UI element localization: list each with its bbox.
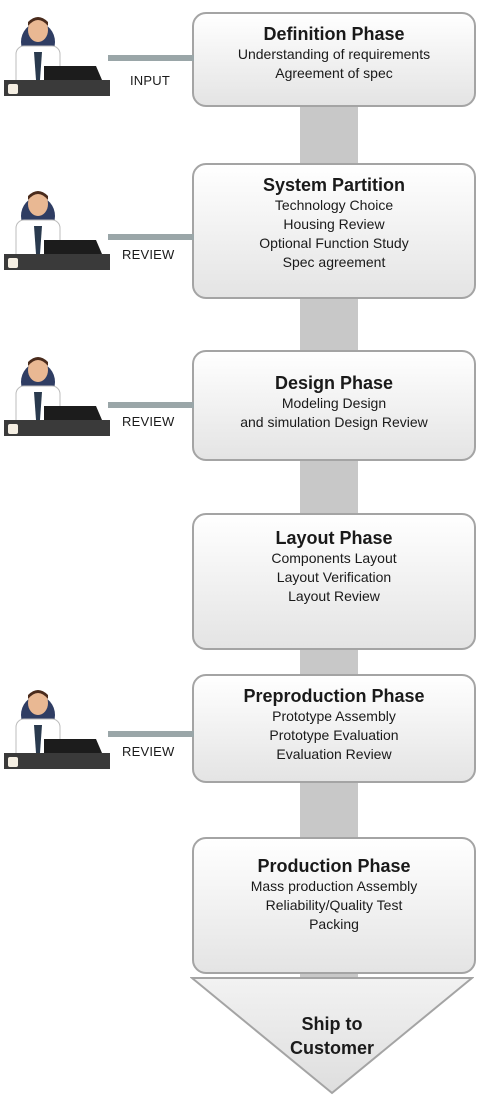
phase-line: Evaluation Review: [276, 746, 392, 762]
connector-6: [300, 972, 358, 980]
link-bar-2: [108, 234, 194, 240]
phase-line: Components Layout: [271, 550, 397, 566]
phase-line: Prototype Assembly: [272, 708, 396, 724]
role-label-review: REVIEW: [122, 744, 175, 759]
phase-title: Design Phase: [274, 373, 394, 393]
link-bar-1: [108, 55, 194, 61]
phase-title: Definition Phase: [263, 24, 405, 44]
phase-title: Production Phase: [257, 856, 411, 876]
role-label-input: INPUT: [130, 73, 170, 88]
phase-line: Housing Review: [283, 216, 385, 232]
phase-line: Optional Function Study: [259, 235, 409, 251]
connector-2: [300, 297, 358, 352]
connector-5: [300, 781, 358, 839]
ship-line-1: Ship to: [301, 1014, 363, 1034]
businessman-icon: [4, 191, 110, 270]
phase-design: Design Phase Modeling Design and simulat…: [192, 350, 476, 461]
ship-line-2: Customer: [289, 1038, 374, 1058]
phase-line: Layout Review: [288, 588, 380, 604]
ship-arrow: [190, 977, 474, 1095]
role-label-review: REVIEW: [122, 414, 175, 429]
businessman-icon: [4, 690, 110, 769]
phase-line: Technology Choice: [274, 197, 394, 213]
businessman-icon: [4, 17, 110, 96]
phase-title: System Partition: [262, 175, 406, 195]
ship-to-customer-label: Ship to Customer: [238, 1012, 426, 1060]
link-bar-3: [108, 402, 194, 408]
phase-line: Spec agreement: [282, 254, 386, 270]
phase-definition: Definition Phase Understanding of requir…: [192, 12, 476, 107]
connector-3: [300, 459, 358, 515]
phase-line: Reliability/Quality Test: [265, 897, 403, 913]
phase-line: Prototype Evaluation: [269, 727, 399, 743]
phase-preproduction: Preproduction Phase Prototype Assembly P…: [192, 674, 476, 783]
businessman-icon: [4, 357, 110, 436]
connector-4: [300, 648, 358, 676]
phase-line: and simulation Design Review: [240, 414, 428, 430]
phase-title: Preproduction Phase: [243, 686, 425, 706]
phase-system-partition: System Partition Technology Choice Housi…: [192, 163, 476, 299]
phase-line: Layout Verification: [276, 569, 392, 585]
role-label-review: REVIEW: [122, 247, 175, 262]
link-bar-4: [108, 731, 194, 737]
phase-line: Mass production Assembly: [250, 878, 418, 894]
phase-line: Understanding of requirements: [237, 46, 431, 62]
phase-line: Agreement of spec: [275, 65, 393, 81]
phase-production: Production Phase Mass production Assembl…: [192, 837, 476, 974]
phase-title: Layout Phase: [275, 528, 393, 548]
phase-line: Modeling Design: [281, 395, 387, 411]
phase-line: Packing: [309, 916, 359, 932]
phase-layout: Layout Phase Components Layout Layout Ve…: [192, 513, 476, 650]
connector-1: [300, 105, 358, 165]
